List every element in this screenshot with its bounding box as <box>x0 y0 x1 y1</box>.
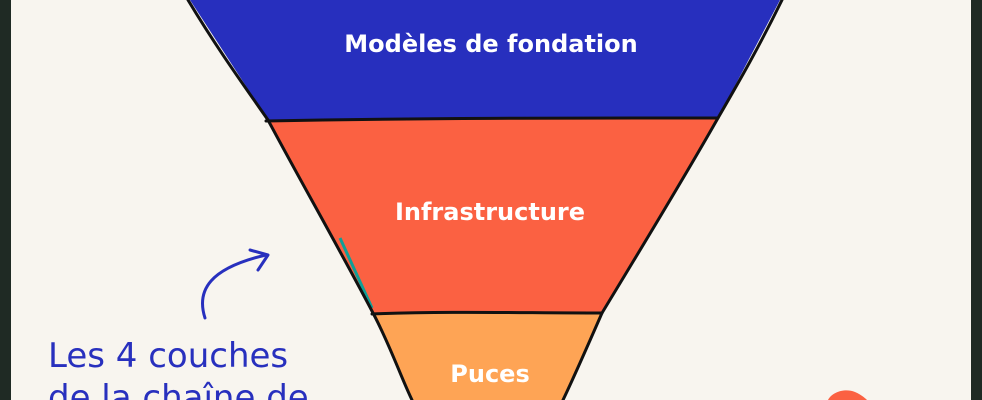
funnel-layer-chips <box>373 313 602 400</box>
funnel-layer-infrastructure <box>268 118 718 313</box>
funnel-layer-foundation-models <box>190 0 780 120</box>
layer-label-chips: Puces <box>450 360 529 388</box>
decorative-blob <box>828 390 867 400</box>
layer-label-foundation-models: Modèles de fondation <box>344 30 637 58</box>
layer-label-infrastructure: Infrastructure <box>395 198 585 226</box>
diagram-caption: Les 4 couches de la chaîne de <box>48 336 309 400</box>
funnel-accent-stroke <box>338 237 374 309</box>
curved-arrow-icon <box>200 248 270 320</box>
funnel-outline <box>186 0 784 400</box>
